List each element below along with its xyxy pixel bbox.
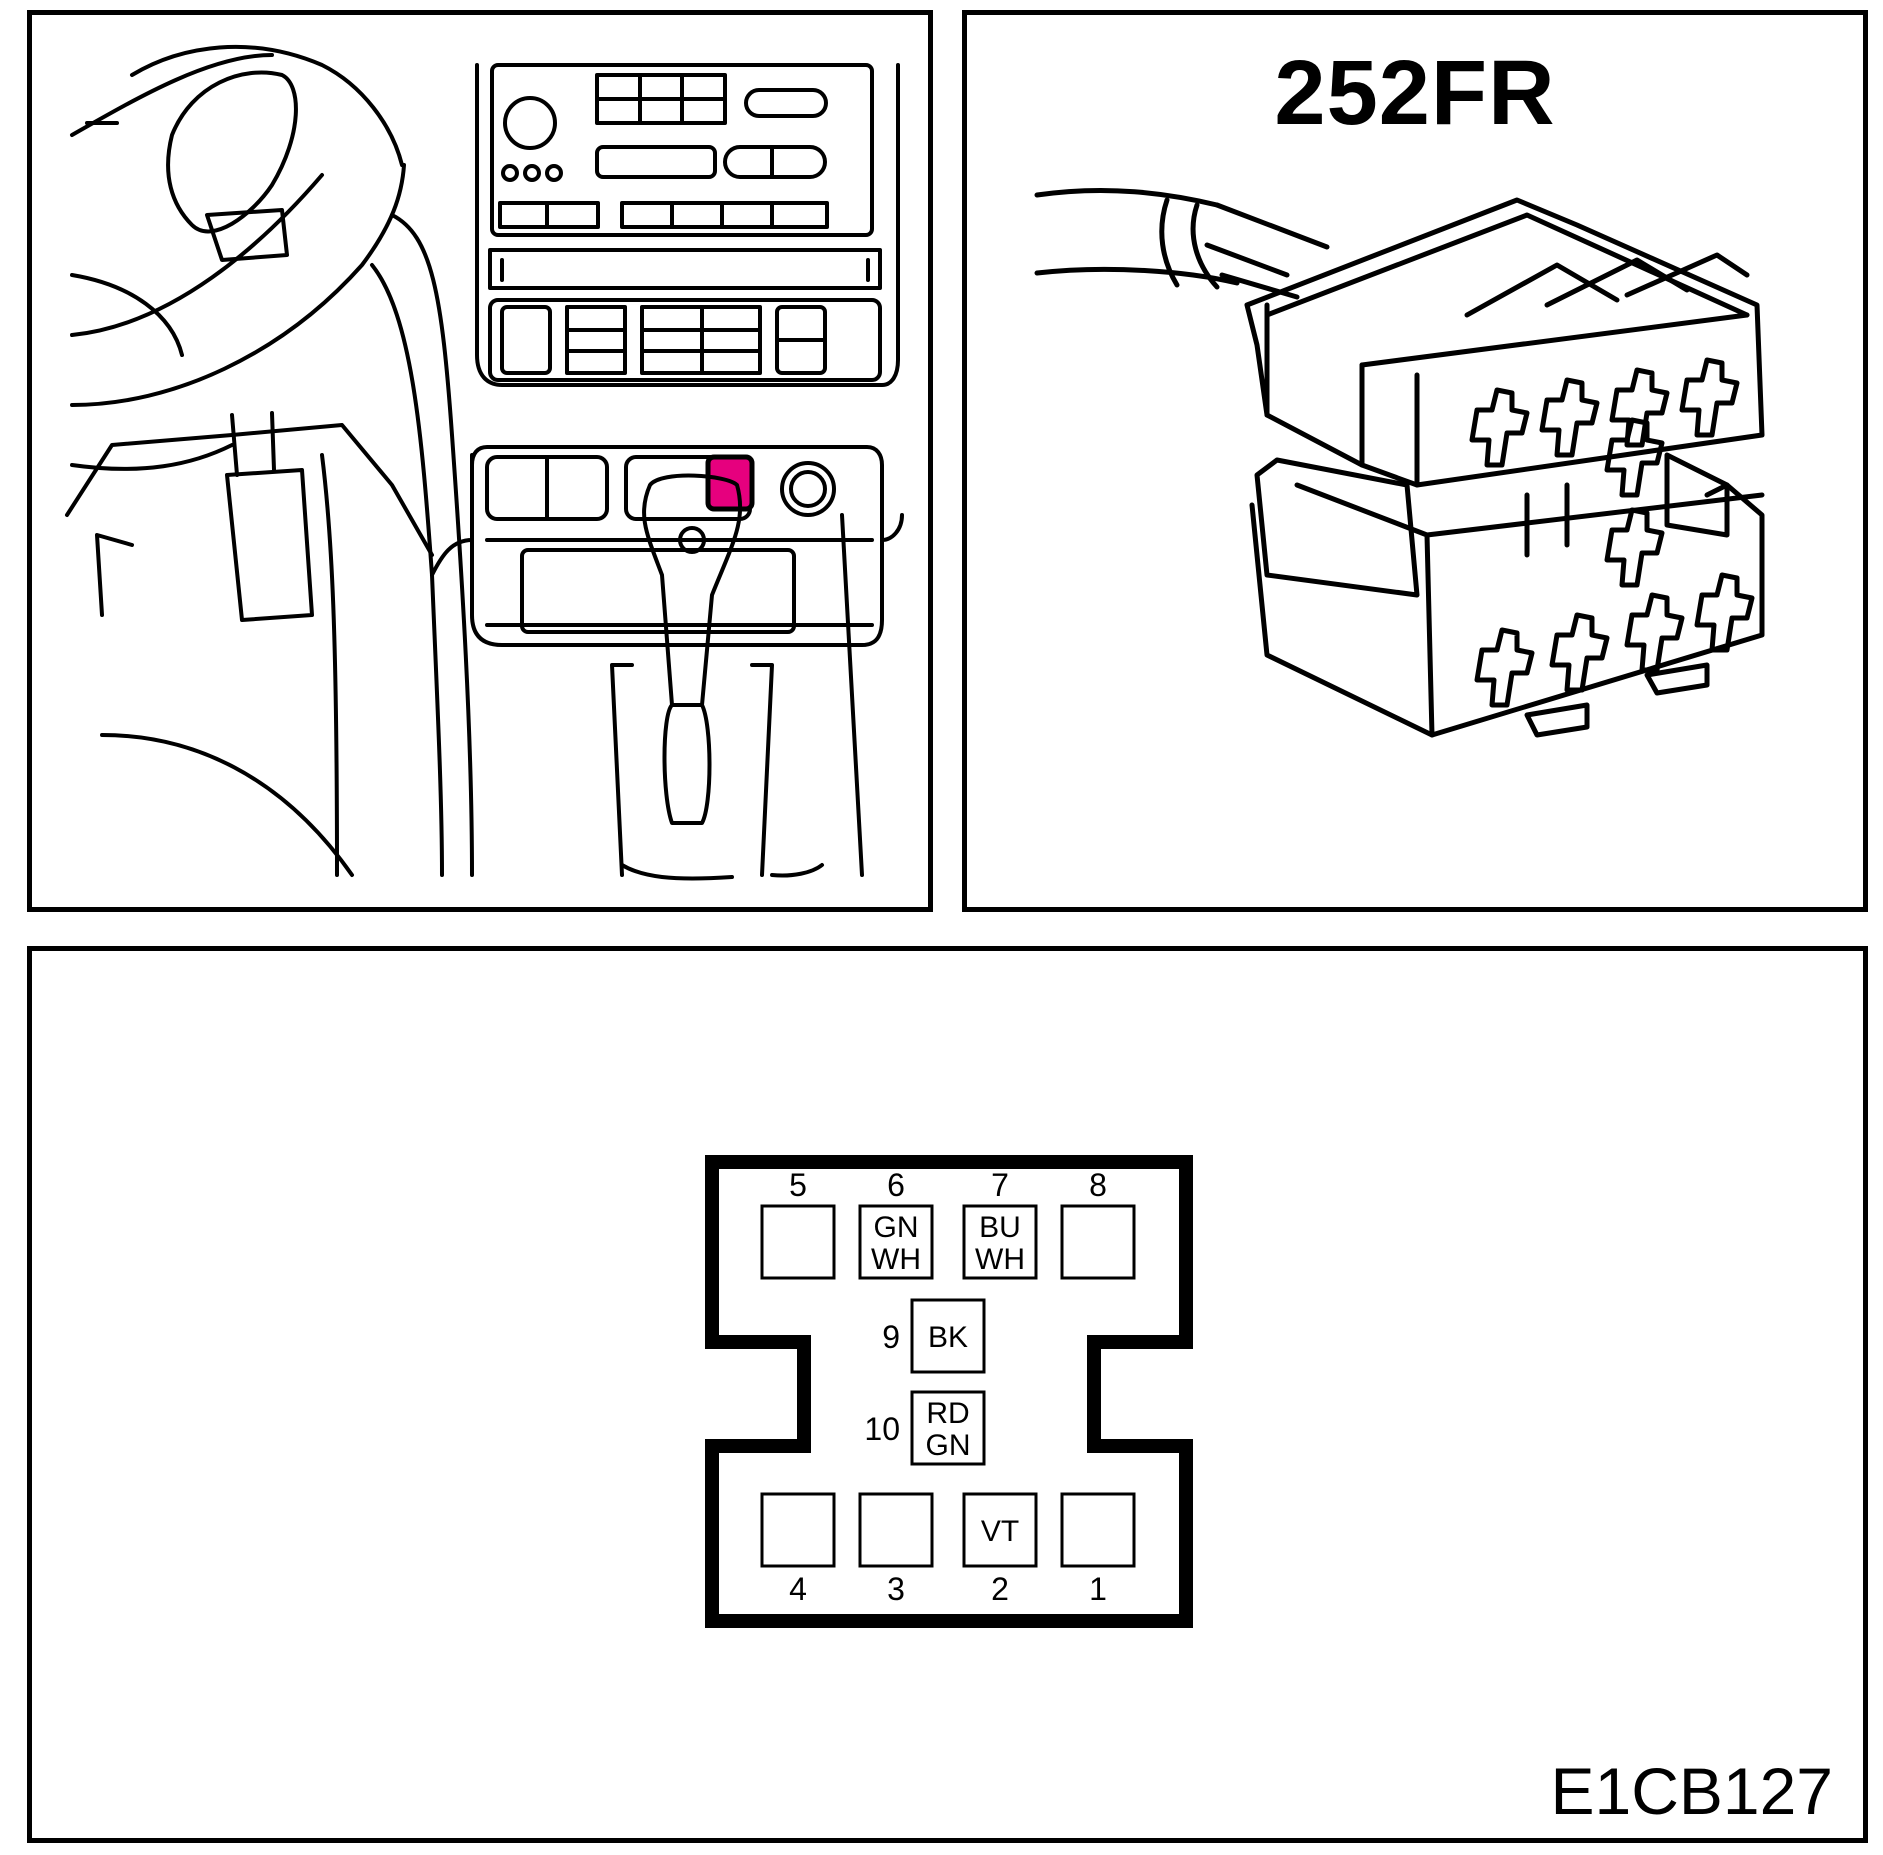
pin-number-label: 9 (882, 1319, 900, 1355)
connector-title: 252FR (1274, 42, 1556, 144)
pin-number-label: 2 (991, 1571, 1009, 1607)
pin-number-label: 5 (789, 1167, 807, 1203)
pin-number-label: 8 (1089, 1167, 1107, 1203)
pin-wire-color: WH (871, 1243, 921, 1276)
pin-cavity (858, 1492, 934, 1568)
center-stack (475, 63, 900, 387)
pin-cavity (1060, 1492, 1136, 1568)
pin-cavity (910, 1390, 986, 1466)
connector-housing-upper (1244, 197, 1765, 488)
pin-cavity (760, 1492, 836, 1568)
cd-slot (488, 248, 882, 290)
pedal (225, 468, 314, 622)
dashboard-drawing (65, 44, 904, 881)
pin-number-label: 10 (864, 1411, 900, 1447)
pin-8: 8 (1060, 1167, 1136, 1280)
wire-harness (1034, 188, 1220, 208)
pin-number-label: 7 (991, 1167, 1009, 1203)
pin-wire-color: BU (979, 1211, 1021, 1244)
pin-cavity (910, 1298, 986, 1374)
pin-wire-color: GN (926, 1429, 971, 1462)
pin-number-label: 6 (887, 1167, 905, 1203)
pin-number-label: 4 (789, 1571, 807, 1607)
radio-knob (503, 96, 557, 150)
connector-housing-lower (1254, 457, 1420, 598)
pin-cavity (1060, 1204, 1136, 1280)
pin-2: 2 VT (962, 1492, 1038, 1607)
pin-5: 5 (760, 1167, 836, 1280)
pin-cavity (962, 1492, 1038, 1568)
console-lower (470, 445, 884, 647)
gear-selector-lever (642, 473, 743, 825)
pin-4: 4 (760, 1492, 836, 1607)
pin-3: 3 (858, 1492, 934, 1607)
location-panel (27, 10, 933, 912)
pin-wire-color: VT (981, 1515, 1019, 1548)
steering-wheel-rim (130, 44, 404, 167)
steering-column (166, 70, 298, 234)
pin-cavity (962, 1204, 1038, 1280)
pin-wire-color: BK (928, 1321, 968, 1354)
pin-wire-color: RD (926, 1397, 969, 1430)
pin-cavity (858, 1204, 934, 1280)
pin-wire-color: WH (975, 1243, 1025, 1276)
pin-1: 1 (1060, 1492, 1136, 1607)
figure-code: E1CB127 (1550, 1754, 1833, 1828)
connector-panel: 252FR (962, 10, 1868, 912)
console-knob (780, 461, 836, 517)
pin-9: 9 BK (882, 1298, 986, 1374)
pin-cavity (760, 1204, 836, 1280)
connector-face-outline (705, 1155, 1193, 1628)
pin-number-label: 1 (1089, 1571, 1107, 1607)
pin-wire-color: GN (874, 1211, 919, 1244)
connector-drawing (1034, 188, 1765, 738)
pin-number-label: 3 (887, 1571, 905, 1607)
radio-unit (490, 63, 874, 237)
climate-panel (488, 298, 882, 382)
